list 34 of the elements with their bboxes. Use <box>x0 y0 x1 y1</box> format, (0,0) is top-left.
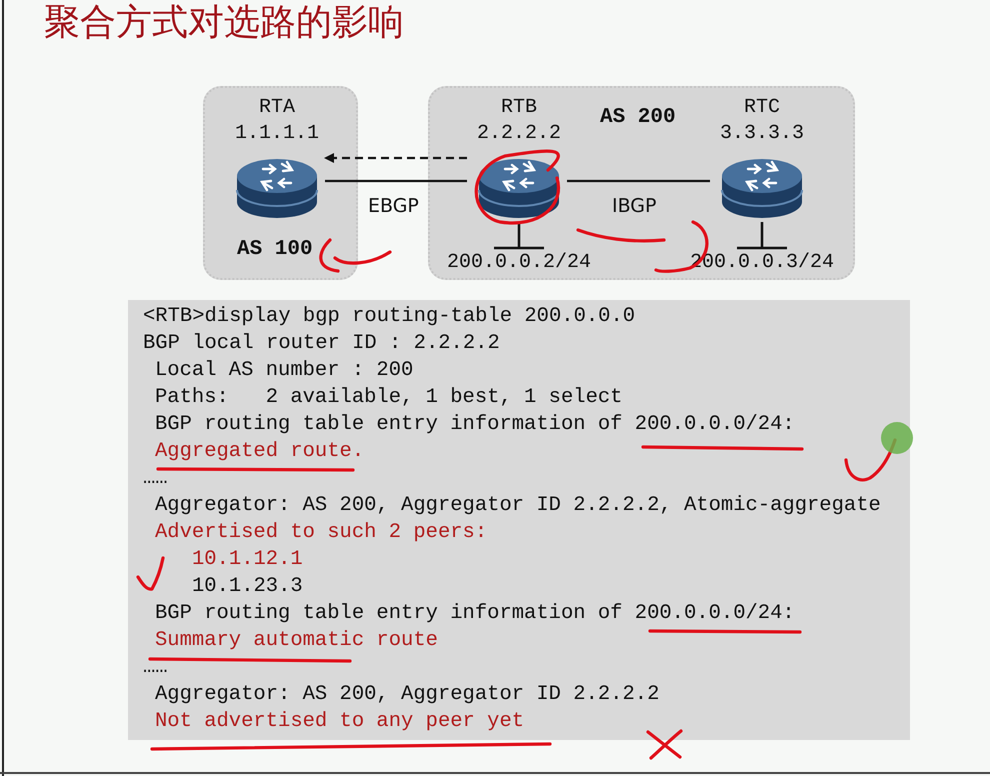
console-line: Aggregator: AS 200, Aggregator ID 2.2.2.2 <box>155 683 660 707</box>
console-line: BGP local router ID : 2.2.2.2 <box>143 332 500 356</box>
console-line: 10.1.23.3 <box>192 575 303 599</box>
console-line: Summary automatic route <box>155 629 438 653</box>
edge-label: EBGP <box>368 195 419 217</box>
console-line: Advertised to such 2 peers: <box>155 521 488 545</box>
area-label: AS 200 <box>600 106 676 129</box>
console-line: <RTB>display bgp routing-table 200.0.0.0 <box>143 305 636 329</box>
console-line: …… <box>143 467 168 491</box>
console-line: Paths: 2 available, 1 best, 1 select <box>155 386 622 410</box>
console-line: …… <box>143 656 168 680</box>
as-area <box>203 86 358 280</box>
console-output-panel <box>128 300 910 740</box>
edge-label: IBGP <box>612 195 656 217</box>
console-line: BGP routing table entry information of 200.0.0.0/24: <box>155 413 795 437</box>
console-line: Local AS number : 200 <box>155 359 414 383</box>
as-area <box>428 86 855 280</box>
subnet-label: 200.0.0.2/24 <box>446 251 592 274</box>
router-id: 3.3.3.3 <box>718 122 805 145</box>
router-id: 2.2.2.2 <box>476 122 562 145</box>
link-line <box>325 180 467 182</box>
router-name: RTA <box>258 96 296 119</box>
console-line: BGP routing table entry information of 200.0.0.0/24: <box>155 602 795 626</box>
console-line: Aggregated route. <box>155 440 364 464</box>
console-line: Not advertised to any peer yet <box>155 710 524 734</box>
link-line <box>567 180 710 182</box>
slide-title: 聚合方式对选路的影响 <box>44 1 404 45</box>
area-label: AS 100 <box>237 238 313 261</box>
console-line: 10.1.12.1 <box>192 548 303 572</box>
router-id: 1.1.1.1 <box>234 122 320 145</box>
router-name: RTC <box>742 96 781 119</box>
dashed-arrow <box>324 153 467 163</box>
router-name: RTB <box>500 96 538 119</box>
console-line: Aggregator: AS 200, Aggregator ID 2.2.2.2, Atomic-aggregate <box>155 494 881 518</box>
